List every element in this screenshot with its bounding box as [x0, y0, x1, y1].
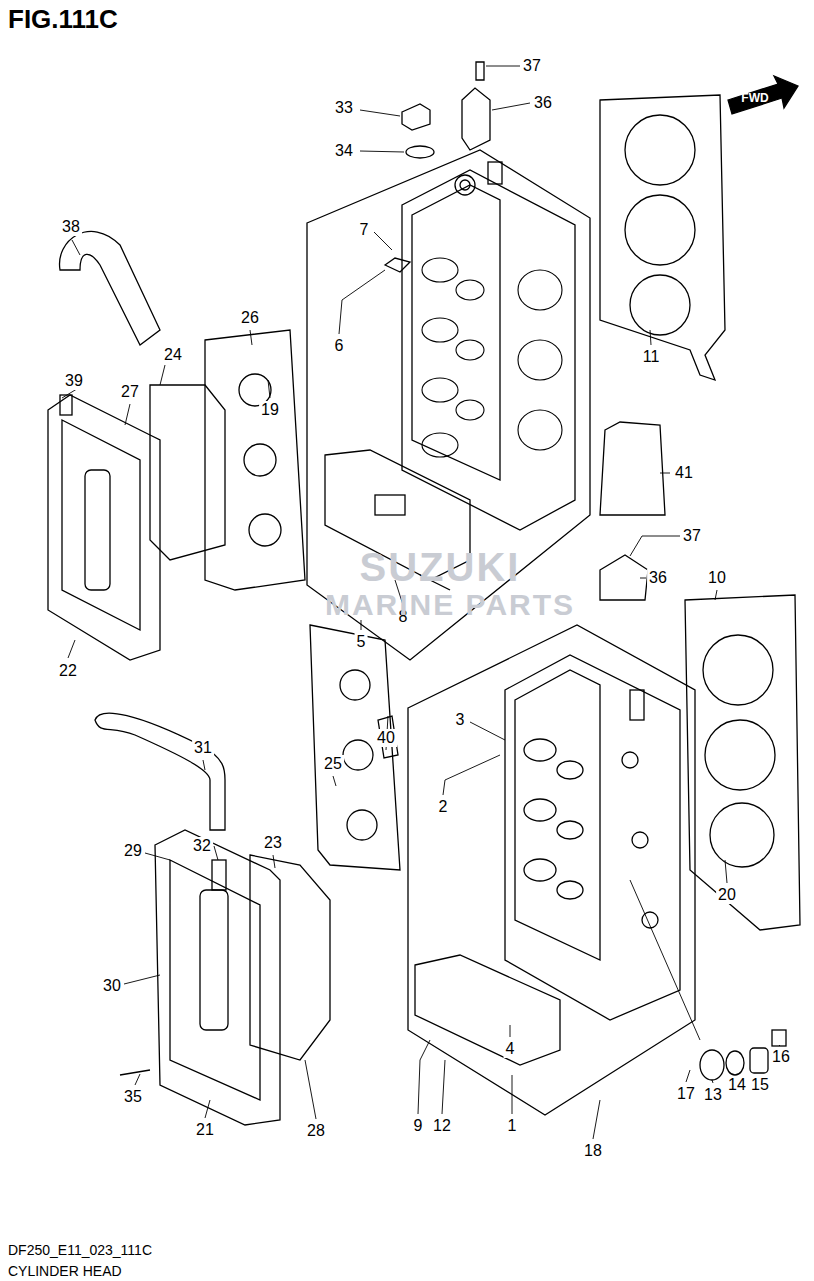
callout-number: 36: [532, 94, 554, 112]
callout-number: 13: [702, 1086, 724, 1104]
callout-number: 35: [122, 1088, 144, 1106]
callout-number: 38: [60, 218, 82, 236]
callout-number: 29: [122, 842, 144, 860]
gasket-holes: [340, 670, 377, 840]
callout-number: 21: [194, 1121, 216, 1139]
leader-lines: [62, 66, 780, 1139]
callout-number: 30: [101, 977, 123, 995]
cover-gasket: [310, 625, 400, 870]
callout-number: 5: [355, 633, 368, 651]
watermark: MARINE PARTS: [323, 589, 577, 621]
callout-number: 37: [521, 57, 543, 75]
callout-number: 18: [582, 1142, 604, 1160]
oil-cap: [402, 104, 430, 130]
callout-number: 22: [57, 662, 79, 680]
cylinder-head-cover: [48, 395, 160, 660]
callout-number: 25: [322, 755, 344, 773]
callout-number: 24: [162, 346, 184, 364]
figure-caption: CYLINDER HEAD: [8, 1264, 122, 1278]
callout-number: 39: [63, 372, 85, 390]
callout-number: 9: [412, 1117, 425, 1135]
figure-title: FIG.111C: [8, 6, 118, 32]
callout-number: 36: [647, 569, 669, 587]
callout-number: 6: [333, 337, 346, 355]
callout-number: 11: [641, 348, 662, 366]
callout-number: 40: [375, 729, 397, 747]
fwd-arrow: [728, 76, 798, 114]
watermark: SUZUKI: [358, 546, 523, 588]
gasket-holes: [239, 374, 281, 546]
cover-plate: [250, 855, 330, 1060]
callout-number: 33: [333, 99, 355, 117]
callout-number: 10: [706, 569, 728, 587]
callout-number: 7: [358, 221, 371, 239]
callout-number: 19: [259, 401, 281, 419]
callout-number: 3: [454, 711, 467, 729]
bolt: [476, 62, 484, 80]
cover-plate: [150, 385, 225, 560]
o-ring: [406, 146, 434, 158]
hose: [95, 713, 225, 830]
callout-number: 27: [119, 383, 141, 401]
callout-number: 28: [305, 1122, 327, 1140]
callout-number: 14: [726, 1076, 748, 1094]
callout-number: 41: [673, 464, 695, 482]
callout-number: 4: [504, 1040, 517, 1058]
cylinder-head: [325, 162, 575, 590]
callout-number: 37: [681, 527, 703, 545]
o-ring: [726, 1051, 744, 1075]
bracket: [462, 88, 490, 150]
callout-number: 34: [333, 142, 355, 160]
callout-number: 15: [749, 1076, 771, 1094]
callout-number: 32: [191, 837, 213, 855]
cylinder-head-cover: [155, 830, 280, 1125]
cylinder-head: [415, 655, 680, 1065]
bracket: [600, 555, 648, 600]
callout-number: 1: [506, 1117, 519, 1135]
cap: [750, 1048, 768, 1073]
callout-number: 26: [239, 309, 261, 327]
head-gasket: [600, 95, 725, 380]
callout-number: 31: [192, 739, 214, 757]
direction-label: FWD: [739, 91, 770, 105]
plate: [700, 1050, 724, 1080]
sensor: [120, 1070, 150, 1075]
assembly-frame: [408, 625, 695, 1115]
bracket: [600, 422, 665, 515]
callout-number: 17: [675, 1085, 697, 1103]
callout-number: 20: [716, 886, 738, 904]
callout-number: 12: [431, 1117, 453, 1135]
callout-number: 2: [437, 798, 450, 816]
callout-number: 16: [770, 1048, 792, 1066]
cover-gasket: [205, 330, 305, 590]
assembly-frame: [307, 150, 590, 660]
drawing-code: DF250_E11_023_111C: [8, 1243, 152, 1257]
callout-number: 23: [262, 834, 284, 852]
head-gasket: [685, 595, 800, 930]
plug: [772, 1030, 786, 1046]
hose: [60, 231, 160, 345]
